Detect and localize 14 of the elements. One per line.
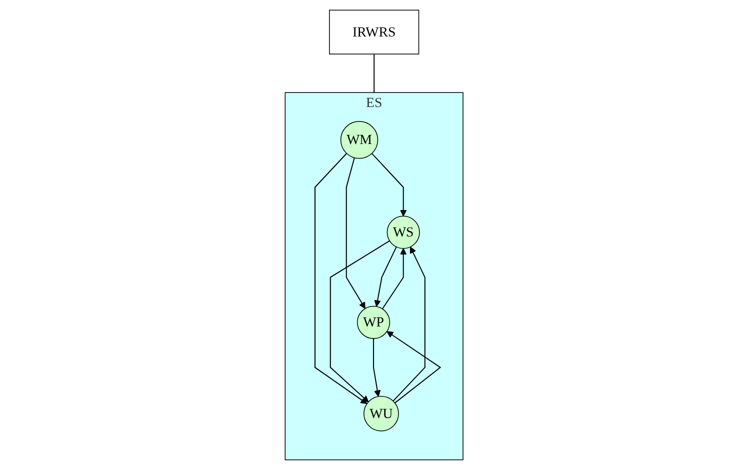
node-circle: WP	[356, 306, 390, 339]
arrow	[346, 157, 366, 309]
arrow	[314, 152, 368, 404]
node-circle: WU	[363, 396, 399, 432]
arrow	[374, 246, 397, 307]
node-circle: WM	[340, 121, 378, 159]
node-circle: WS	[386, 216, 420, 249]
node-box: IRWRS	[328, 10, 420, 54]
arrow	[386, 331, 442, 404]
arrow	[372, 338, 381, 397]
arrow	[330, 240, 390, 402]
arrow	[392, 246, 426, 402]
arrow	[371, 152, 407, 216]
arrow	[382, 248, 407, 310]
